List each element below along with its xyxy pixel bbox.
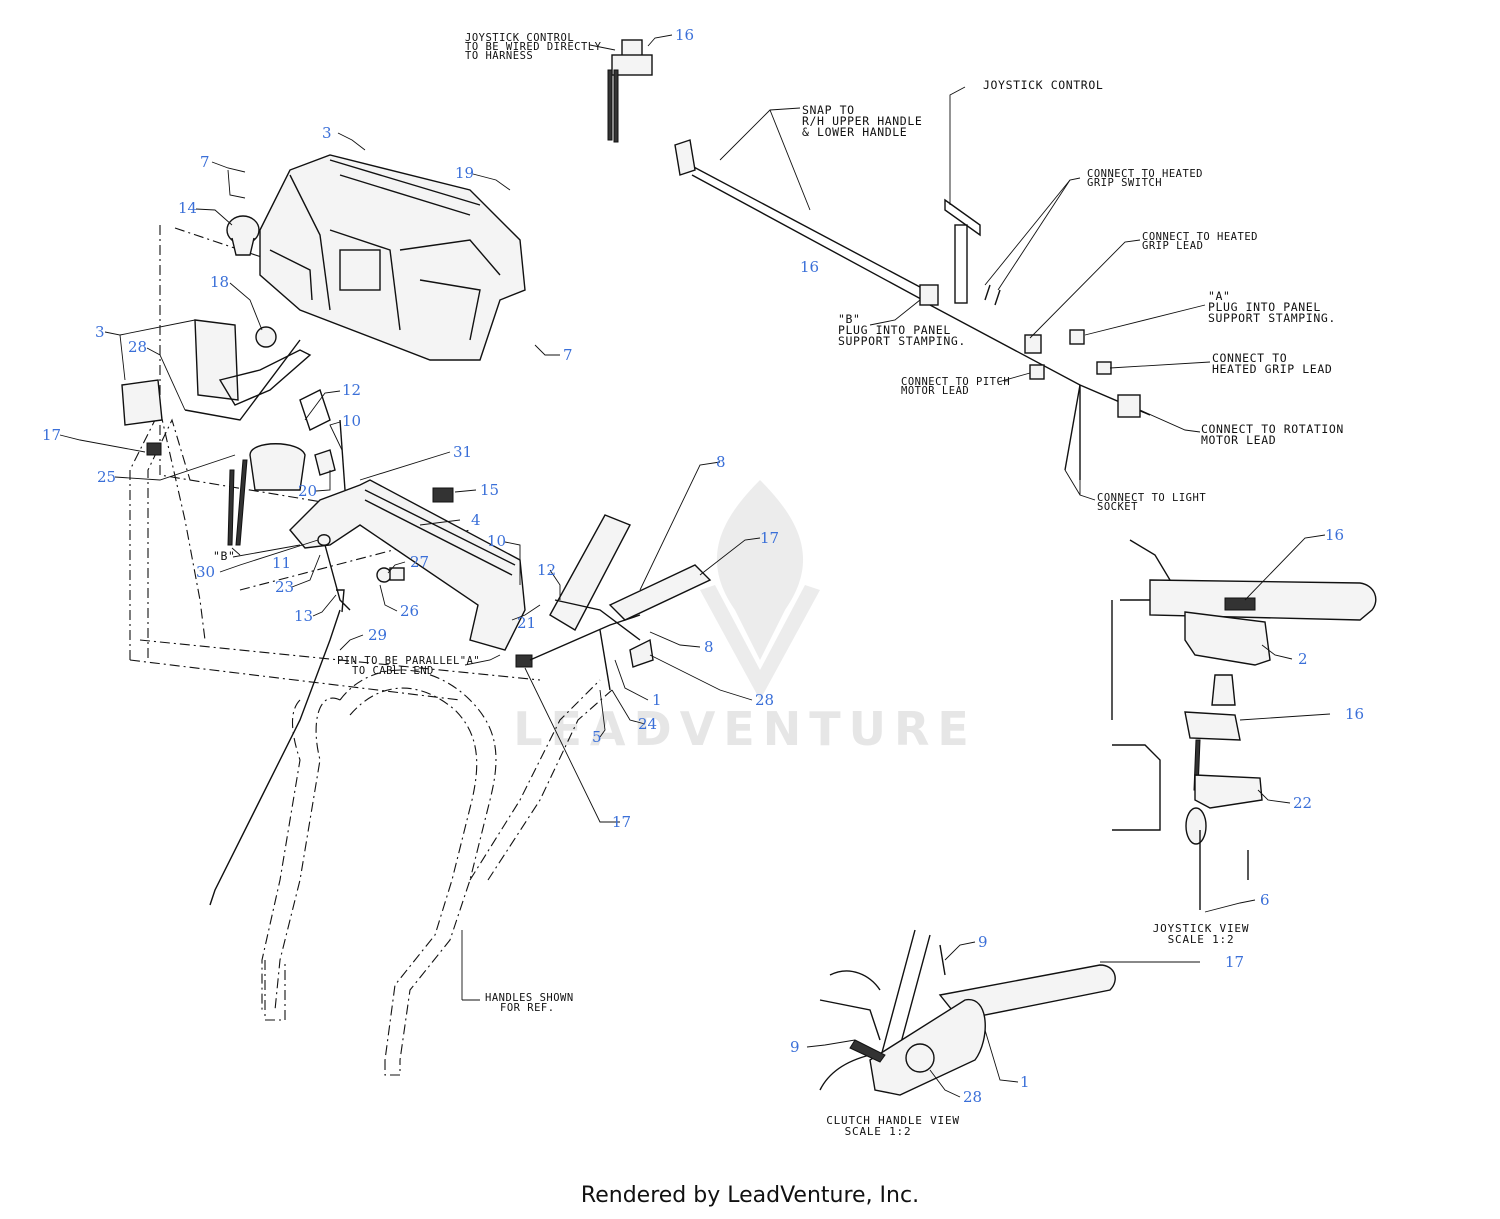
callout-number: 10 (487, 532, 506, 550)
watermark: LEADVENTURE (513, 480, 977, 756)
callout-number: 31 (453, 443, 472, 461)
callout-number: 19 (455, 164, 474, 182)
callout-number: 15 (480, 481, 499, 499)
footer-credit: Rendered by LeadVenture, Inc. (580, 1183, 920, 1208)
callout-number: 10 (342, 412, 361, 430)
wire-harness (674, 139, 1151, 480)
callout-number: 8 (704, 638, 714, 656)
clutch-grip (515, 514, 712, 691)
watermark-flame-logo (700, 480, 820, 700)
callout-number: 12 (537, 561, 556, 579)
callout-number: 11 (272, 554, 291, 572)
callout-number: 12 (342, 381, 361, 399)
joystick-view (1111, 539, 1377, 910)
callout-number: 29 (368, 626, 387, 644)
note-joystick-control: JOYSTICK CONTROL (983, 78, 1103, 92)
callout-number: 9 (978, 933, 988, 951)
callout-number: 6 (1260, 891, 1270, 909)
callout-number: 1 (1020, 1073, 1030, 1091)
callout-number: 26 (400, 602, 419, 620)
callout-number: 20 (298, 482, 317, 500)
callout-number: 17 (1225, 953, 1244, 971)
joystick-top (607, 39, 653, 143)
callout-number: 7 (563, 346, 573, 364)
panel-support (289, 479, 526, 651)
handle-frame (129, 225, 613, 1076)
callout-number: 3 (322, 124, 332, 142)
callout-number: 21 (517, 614, 536, 632)
callout-numbers: 16 3 7 19 14 18 3 28 7 12 10 31 17 25 20… (42, 26, 1364, 1106)
note-pin-parallel: PIN TO BE PARALLEL"A"TO CABLE END (337, 655, 480, 677)
watermark-text: LEADVENTURE (513, 702, 977, 756)
callout-number: 28 (128, 338, 147, 356)
callout-number: 22 (1293, 794, 1312, 812)
callout-number: 17 (612, 813, 631, 831)
callout-number: 17 (42, 426, 61, 444)
note-b-label: "B" (213, 549, 236, 563)
callout-number: 4 (471, 511, 481, 529)
callout-number: 16 (800, 258, 819, 276)
callout-number: 16 (1345, 705, 1364, 723)
callout-number: 30 (196, 563, 215, 581)
clutch-handle-view (819, 929, 1116, 1096)
callout-number: 28 (755, 691, 774, 709)
callout-number: 9 (790, 1038, 800, 1056)
callout-number: 17 (760, 529, 779, 547)
callout-number: 3 (95, 323, 105, 341)
callout-number: 13 (294, 607, 313, 625)
callout-number: 16 (675, 26, 694, 44)
callout-number: 24 (638, 715, 657, 733)
console-cover (259, 154, 526, 361)
callout-number: 2 (1298, 650, 1308, 668)
callout-number: 18 (210, 273, 229, 291)
leader-lines (59, 34, 1331, 1098)
callout-number: 7 (200, 153, 210, 171)
callout-number: 5 (592, 728, 602, 746)
cable-29 (209, 609, 341, 906)
knob-18 (255, 326, 277, 348)
callout-number: 23 (275, 578, 294, 596)
callout-number: 16 (1325, 526, 1344, 544)
callout-number: 28 (963, 1088, 982, 1106)
callout-number: 8 (716, 453, 726, 471)
callout-number: 1 (652, 691, 662, 709)
callout-number: 27 (410, 553, 429, 571)
callout-number: 25 (97, 468, 116, 486)
callout-number: 14 (178, 199, 197, 217)
left-panel-parts (121, 215, 346, 546)
